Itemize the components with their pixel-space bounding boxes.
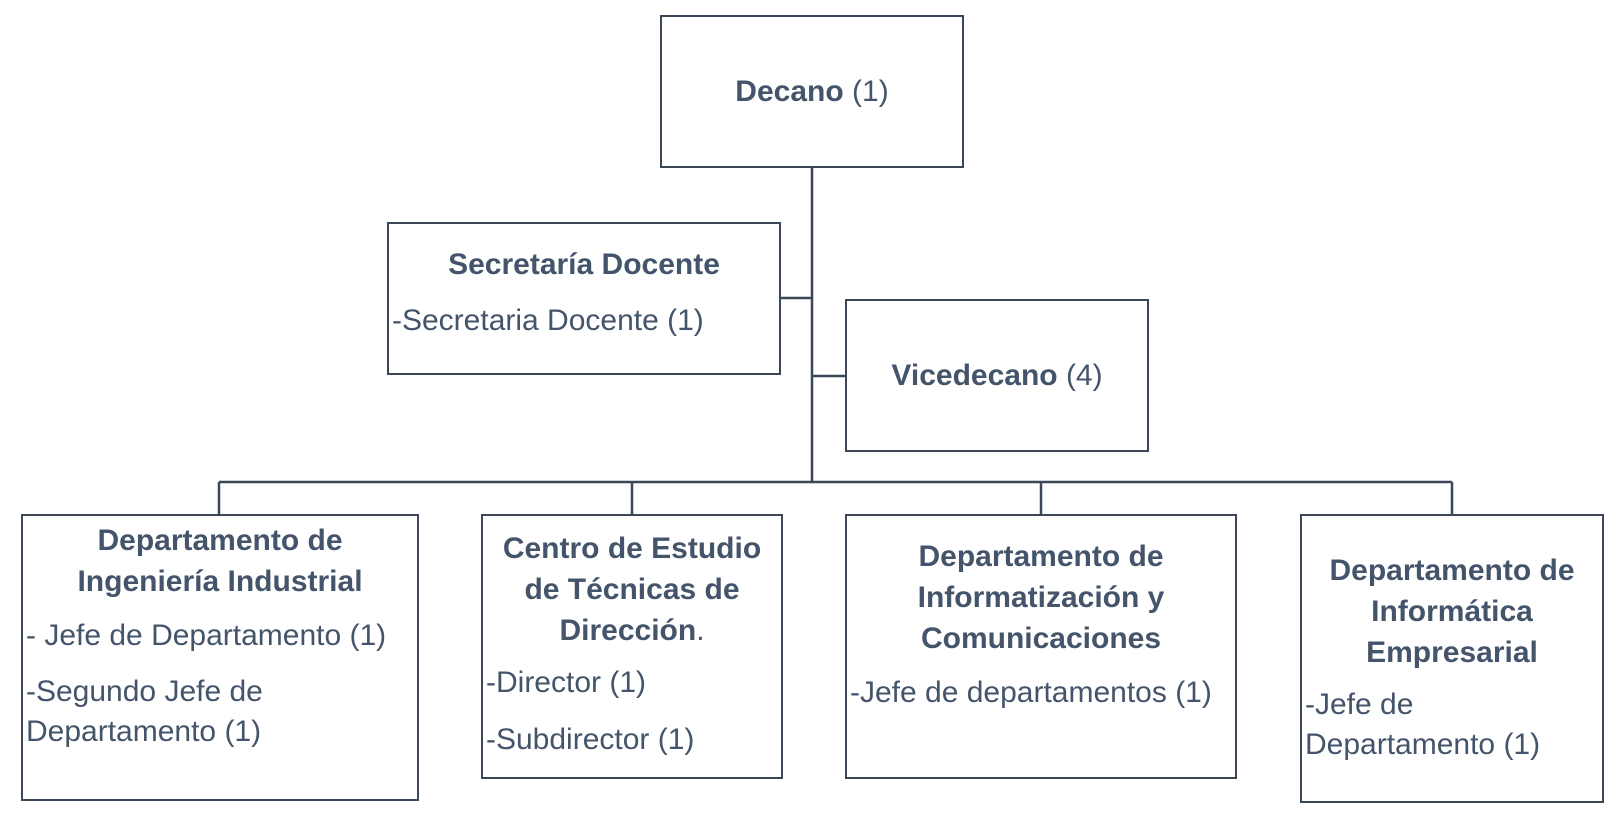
secretaria-title: Secretaría Docente	[448, 248, 720, 281]
dep4-title: Departamento de Informática Empresarial	[1302, 550, 1602, 673]
dep2-item-director: -Director (1)	[486, 666, 647, 699]
dep4-title-line: Empresarial	[1366, 636, 1538, 669]
decano-count: (1)	[852, 75, 889, 108]
departamento-ingenieria-industrial-box: Departamento de Ingeniería Industrial - …	[21, 514, 419, 801]
dep1-title-line: Departamento de	[97, 524, 343, 557]
dep2-title-line: Dirección.	[483, 610, 781, 651]
dep2-title-line: de Técnicas de	[524, 573, 740, 606]
vicedecano-title: Vicedecano (4)	[891, 355, 1102, 396]
dep2-title-line: Centro de Estudio	[502, 532, 762, 565]
dep4-title-line: Departamento de	[1329, 554, 1575, 587]
dep2-item-subdirector: -Subdirector (1)	[486, 723, 695, 756]
dep2-title-text: Dirección	[559, 614, 697, 647]
dep2-title: Centro de Estudio de Técnicas de Direcci…	[483, 528, 781, 651]
dep3-item-jefe: -Jefe de departamentos (1)	[850, 676, 1212, 709]
dep1-title-line: Ingeniería Industrial	[77, 565, 363, 598]
dep1-item-jefe: - Jefe de Departamento (1)	[26, 619, 387, 652]
departamento-informatica-empresarial-box: Departamento de Informática Empresarial …	[1300, 514, 1604, 803]
departamento-informatizacion-comunicaciones-box: Departamento de Informatización y Comuni…	[845, 514, 1237, 779]
centro-estudio-tecnicas-direccion-box: Centro de Estudio de Técnicas de Direcci…	[481, 514, 783, 779]
dep4-item-jefe: -Jefe de Departamento (1)	[1305, 688, 1541, 761]
dep4-title-line: Informática	[1371, 595, 1533, 628]
secretaria-item: -Secretaria Docente (1)	[392, 304, 704, 337]
dep3-title-line: Informatización y	[917, 581, 1165, 614]
decano-box: Decano (1)	[660, 15, 964, 168]
dep3-title: Departamento de Informatización y Comuni…	[847, 536, 1235, 659]
dep1-item-segundo-jefe: -Segundo Jefe de Departamento (1)	[26, 675, 263, 748]
vicedecano-count: (4)	[1065, 359, 1103, 392]
decano-title: Decano (1)	[735, 71, 888, 112]
vicedecano-box: Vicedecano (4)	[845, 299, 1149, 452]
dep2-title-suffix: .	[696, 614, 705, 647]
decano-label: Decano	[735, 75, 844, 108]
secretaria-docente-box: Secretaría Docente -Secretaria Docente (…	[387, 222, 781, 375]
dep3-title-line: Departamento de	[918, 540, 1164, 573]
dep3-title-line: Comunicaciones	[920, 622, 1162, 655]
vicedecano-label: Vicedecano	[891, 359, 1058, 392]
dep1-title: Departamento de Ingeniería Industrial	[23, 520, 417, 602]
